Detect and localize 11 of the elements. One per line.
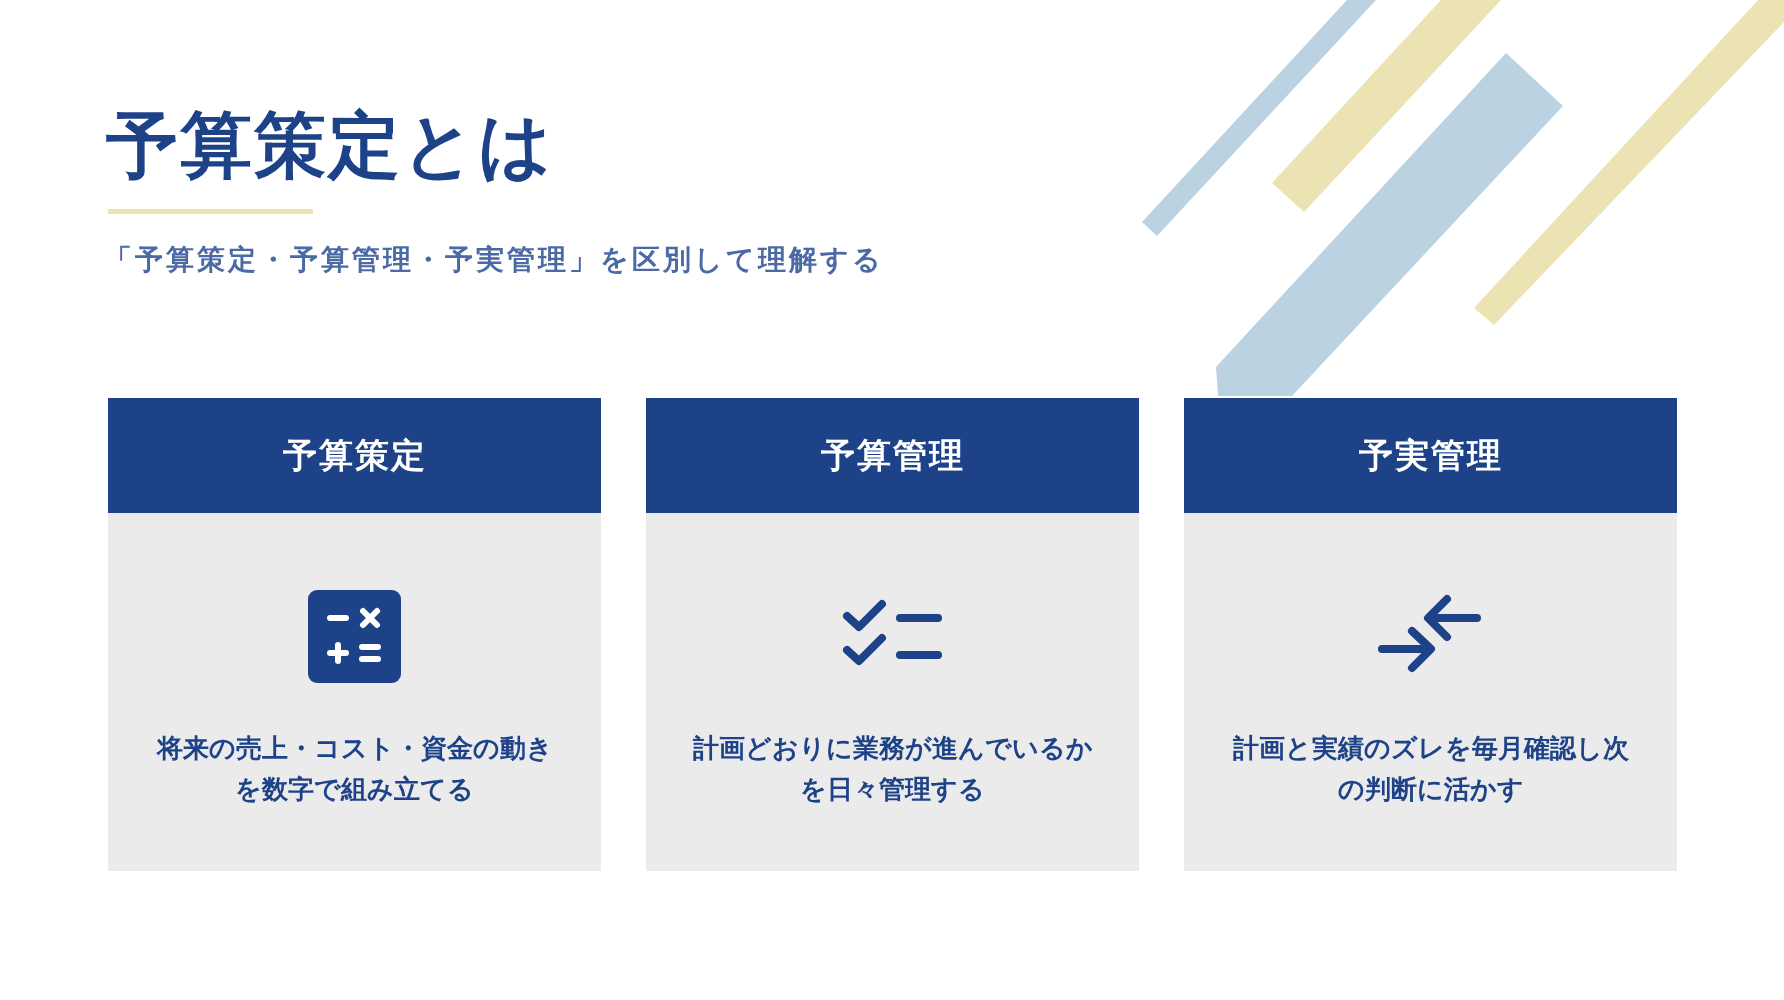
card-panel (108, 398, 601, 871)
card-panel (646, 398, 1139, 871)
card-panel (1184, 398, 1677, 871)
subtitle: 「予算策定・予算管理・予実管理」を区別して理解する (104, 242, 884, 278)
card-description: 将来の売上・コスト・資金の動きを数字で組み立てる (155, 732, 554, 806)
card-header: 予算管理 (646, 398, 1139, 513)
card-description: 計画どおりに業務が進んでいるかを日々管理する (691, 732, 1094, 806)
card-header: 予実管理 (1184, 398, 1677, 513)
slide-title: 予算策定とは (106, 102, 554, 189)
card-description: 計画と実績のズレを毎月確認し次の判断に活かす (1231, 732, 1630, 806)
card-header: 予算策定 (108, 398, 601, 513)
